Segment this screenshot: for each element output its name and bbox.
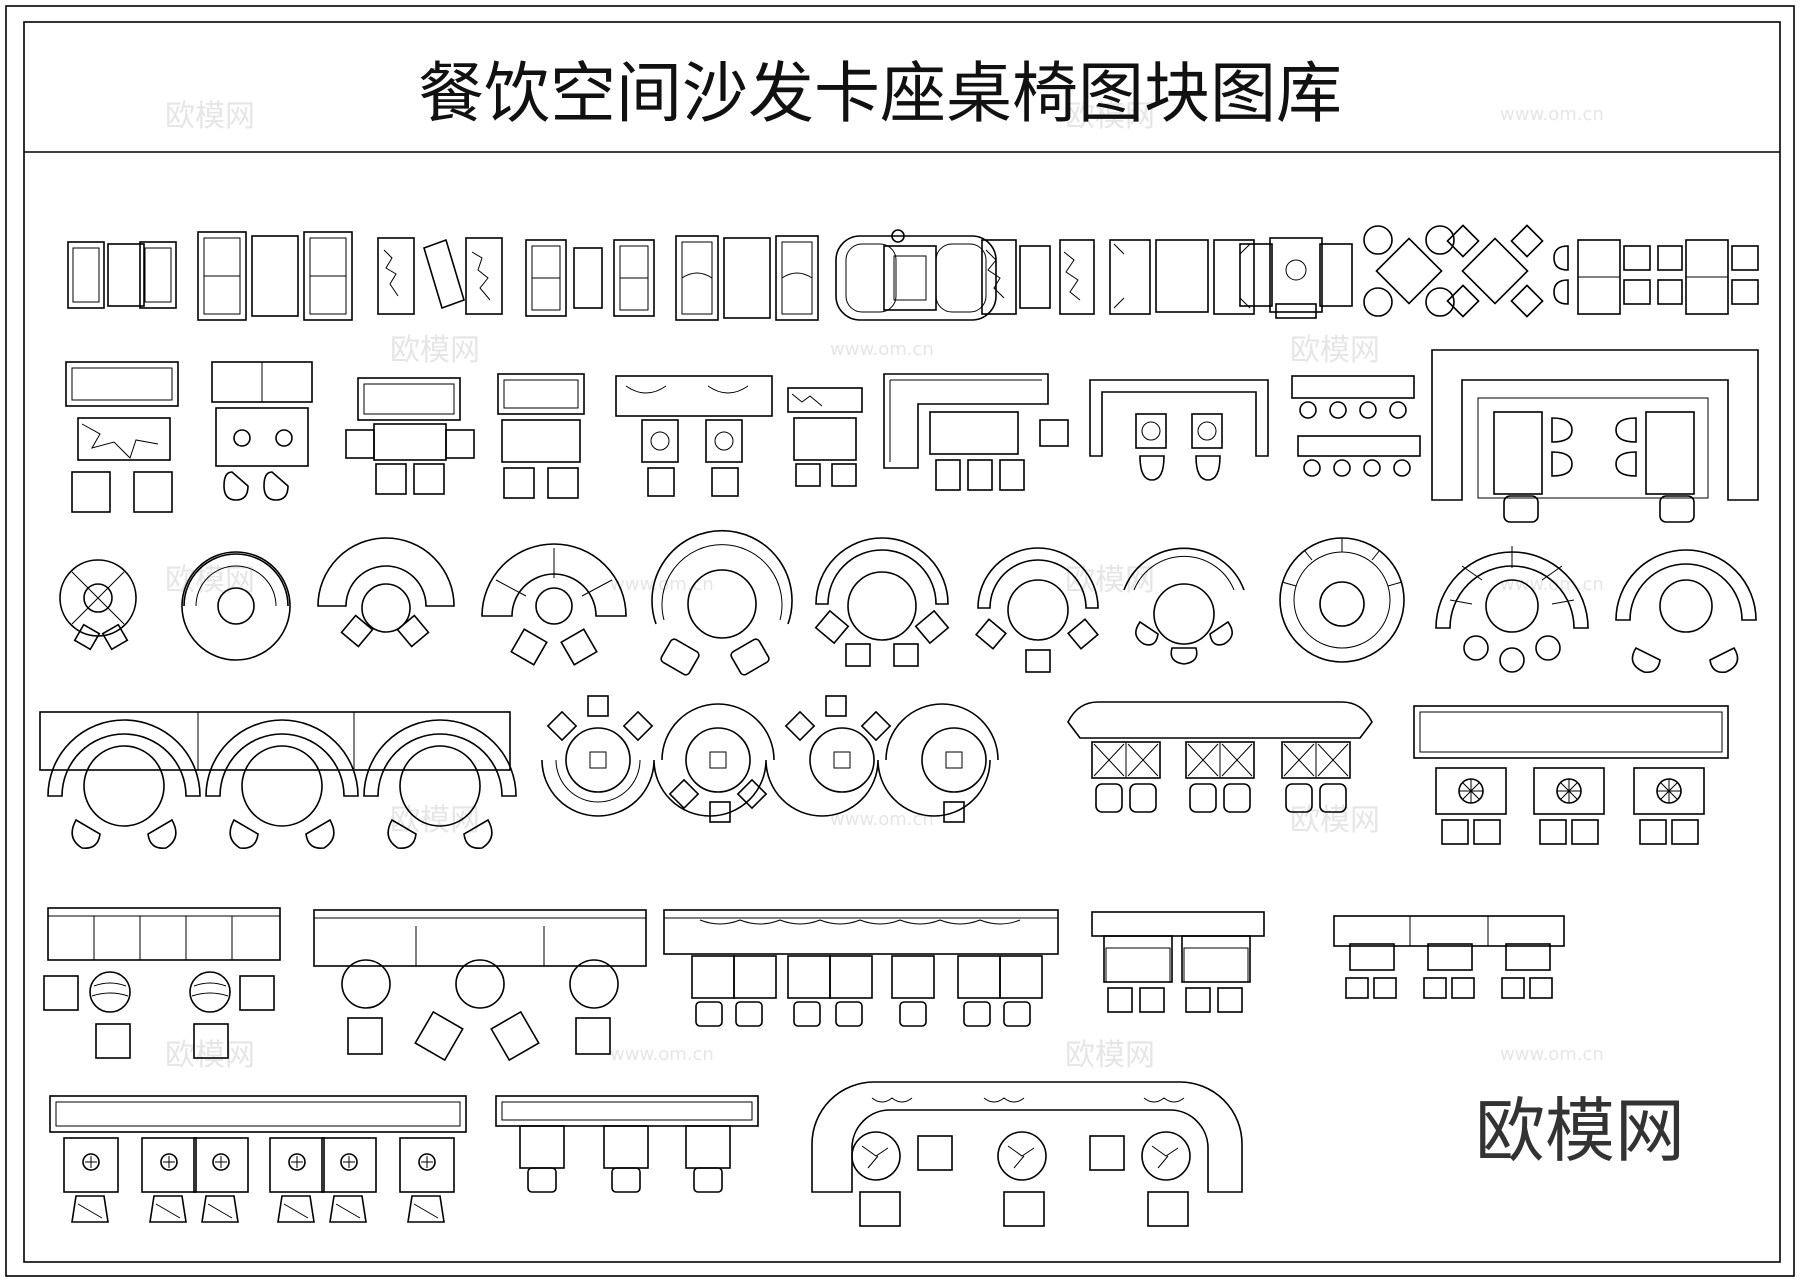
dining-table-icon bbox=[1363, 225, 1455, 317]
watermark-url: www.om.cn bbox=[1500, 104, 1604, 125]
watermark-text: 欧模网 bbox=[390, 333, 480, 368]
booth-seat-icon bbox=[39, 711, 517, 850]
watermark-url: www.om.cn bbox=[830, 809, 934, 830]
round-table-icon bbox=[181, 551, 291, 661]
booth-seat-icon bbox=[1431, 349, 1759, 523]
booth-seat-icon bbox=[43, 907, 281, 1059]
round-table-icon bbox=[481, 543, 627, 666]
watermark-url: www.om.cn bbox=[1500, 1044, 1604, 1065]
brand-logo-text: 欧模网 bbox=[1475, 1090, 1685, 1172]
watermark-text: 欧模网 bbox=[390, 803, 480, 838]
booth-seat-icon bbox=[663, 909, 1059, 1027]
watermark-layer: 欧模网 欧模网 www.om.cn 欧模网 欧模网 www.om.cn 欧模网 … bbox=[165, 99, 1604, 1073]
booth-seat-icon bbox=[497, 373, 585, 499]
booth-seat-icon bbox=[811, 1081, 1243, 1227]
inner-frame bbox=[23, 21, 1781, 1263]
booth-seat-icon bbox=[1333, 915, 1565, 999]
round-table-icon bbox=[1615, 549, 1757, 674]
sofa-set-icon bbox=[65, 361, 179, 513]
round-table-icon bbox=[1279, 537, 1405, 663]
sofa-set-icon bbox=[675, 235, 819, 321]
booth-seat-icon bbox=[211, 361, 313, 501]
watermark-url: www.om.cn bbox=[1500, 574, 1604, 595]
booth-seat-icon bbox=[1091, 911, 1265, 1013]
watermark-url: www.om.cn bbox=[610, 1044, 714, 1065]
dining-table-icon bbox=[1657, 239, 1759, 315]
row-1-sofa-sets bbox=[67, 224, 1759, 321]
booth-seat-icon bbox=[1067, 701, 1373, 813]
watermark-text: 欧模网 bbox=[1290, 803, 1380, 838]
round-table-icon bbox=[59, 559, 137, 651]
booth-seat-icon bbox=[883, 373, 1069, 491]
booth-seat-icon bbox=[541, 695, 999, 823]
round-table-icon bbox=[975, 547, 1099, 673]
row-2-booths bbox=[65, 349, 1759, 523]
row-6-booth-groups bbox=[49, 1081, 1243, 1227]
hotpot-table-icon bbox=[49, 1095, 467, 1223]
page-title: 餐饮空间沙发卡座桌椅图块图库 bbox=[418, 55, 1342, 132]
watermark-url: www.om.cn bbox=[830, 339, 934, 360]
row-4-booth-groups bbox=[39, 695, 1729, 850]
hotpot-table-icon bbox=[1413, 705, 1729, 845]
sofa-set-icon bbox=[197, 231, 353, 321]
watermark-text: 欧模网 bbox=[1065, 1038, 1155, 1073]
dining-table-icon bbox=[1553, 239, 1651, 315]
round-table-icon bbox=[651, 529, 793, 676]
watermark-text: 欧模网 bbox=[165, 563, 255, 598]
round-table-icon bbox=[1123, 547, 1245, 665]
booth-seat-icon bbox=[345, 377, 475, 495]
booth-seat-icon bbox=[313, 909, 647, 1062]
watermark-url: www.om.cn bbox=[610, 574, 714, 595]
row-3-round-booths bbox=[59, 529, 1757, 676]
bar-stool-icon bbox=[1291, 375, 1421, 477]
sofa-set-icon bbox=[981, 239, 1095, 315]
dining-table-icon bbox=[1239, 237, 1353, 319]
watermark-text: 欧模网 bbox=[165, 1038, 255, 1073]
sofa-set-icon bbox=[1109, 239, 1255, 315]
watermark-text: 欧模网 bbox=[165, 99, 255, 134]
booth-seat-icon bbox=[1089, 379, 1269, 481]
outer-frame bbox=[5, 5, 1795, 1277]
sofa-set-icon bbox=[835, 229, 997, 321]
round-table-icon bbox=[1435, 546, 1589, 673]
round-table-icon bbox=[317, 537, 455, 648]
watermark-text: 欧模网 bbox=[1065, 99, 1155, 134]
sofa-set-icon bbox=[377, 237, 503, 315]
sofa-set-icon bbox=[67, 241, 177, 309]
watermark-text: 欧模网 bbox=[1290, 333, 1380, 368]
dining-table-icon bbox=[1446, 224, 1544, 318]
booth-seat-icon bbox=[787, 387, 863, 487]
row-5-booth-groups bbox=[43, 907, 1565, 1062]
booth-seat-icon bbox=[495, 1095, 759, 1193]
sofa-set-icon bbox=[525, 239, 655, 317]
watermark-text: 欧模网 bbox=[1065, 563, 1155, 598]
booth-seat-icon bbox=[615, 375, 773, 497]
round-table-icon bbox=[814, 537, 950, 667]
